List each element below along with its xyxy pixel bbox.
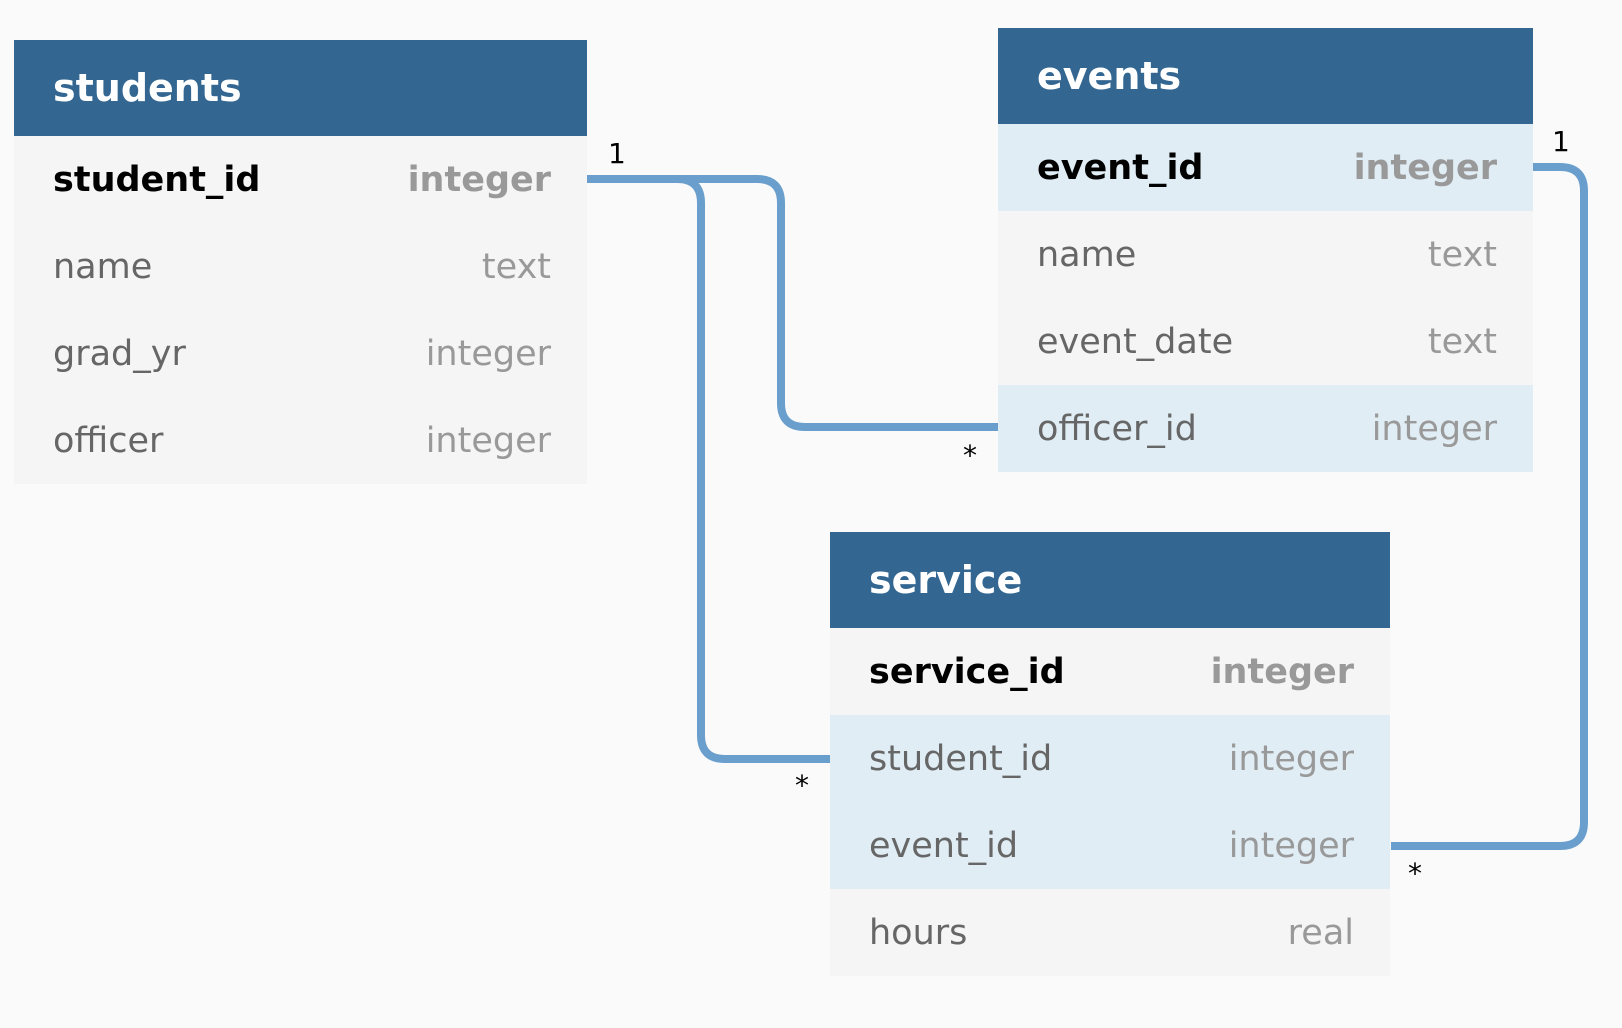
column-name: event_id [869,825,1019,866]
connector-students-events [585,175,998,431]
cardinality-service-student-many: * [795,769,809,802]
column-name: student_id [869,738,1053,779]
events-column-officer_id: officer_id integer [998,385,1533,472]
column-type: integer [425,333,551,374]
column-type: text [1427,234,1497,275]
cardinality-events-officer-many: * [963,439,977,472]
column-type: text [1427,321,1497,362]
column-type: text [481,246,551,287]
service-table: service service_id integer student_id in… [830,532,1390,976]
column-name: service_id [869,651,1065,692]
column-name: hours [869,912,968,953]
column-name: event_date [1037,321,1234,362]
column-type: integer [425,420,551,461]
events-column-event_id: event_id integer [998,124,1533,211]
events-column-name: name text [998,211,1533,298]
students-table-title: students [53,66,242,110]
events-table: events event_id integer name text event_… [998,28,1533,472]
cardinality-events-one: 1 [1552,125,1570,158]
cardinality-service-event-many: * [1408,857,1422,890]
column-type: integer [407,159,551,200]
column-type: integer [1228,825,1354,866]
students-table: students student_id integer name text gr… [14,40,587,484]
column-name: officer [53,420,164,461]
service-table-title: service [869,558,1023,602]
students-column-student_id: student_id integer [14,136,587,223]
connector-students-service [585,175,830,763]
service-table-header: service [830,532,1390,628]
column-type: integer [1371,408,1497,449]
students-column-grad_yr: grad_yr integer [14,310,587,397]
column-type: integer [1353,147,1497,188]
column-name: name [53,246,153,287]
events-column-event_date: event_date text [998,298,1533,385]
service-column-event_id: event_id integer [830,802,1390,889]
events-table-title: events [1037,54,1182,98]
students-column-officer: officer integer [14,397,587,484]
column-type: real [1287,912,1354,953]
column-name: officer_id [1037,408,1197,449]
column-name: student_id [53,159,261,200]
cardinality-students-one: 1 [608,137,626,170]
connector-events-service [1391,163,1588,850]
students-column-name: name text [14,223,587,310]
events-table-header: events [998,28,1533,124]
column-name: event_id [1037,147,1204,188]
service-column-service_id: service_id integer [830,628,1390,715]
service-column-student_id: student_id integer [830,715,1390,802]
column-name: grad_yr [53,333,186,374]
column-name: name [1037,234,1137,275]
service-column-hours: hours real [830,889,1390,976]
students-table-header: students [14,40,587,136]
column-type: integer [1228,738,1354,779]
column-type: integer [1210,651,1354,692]
